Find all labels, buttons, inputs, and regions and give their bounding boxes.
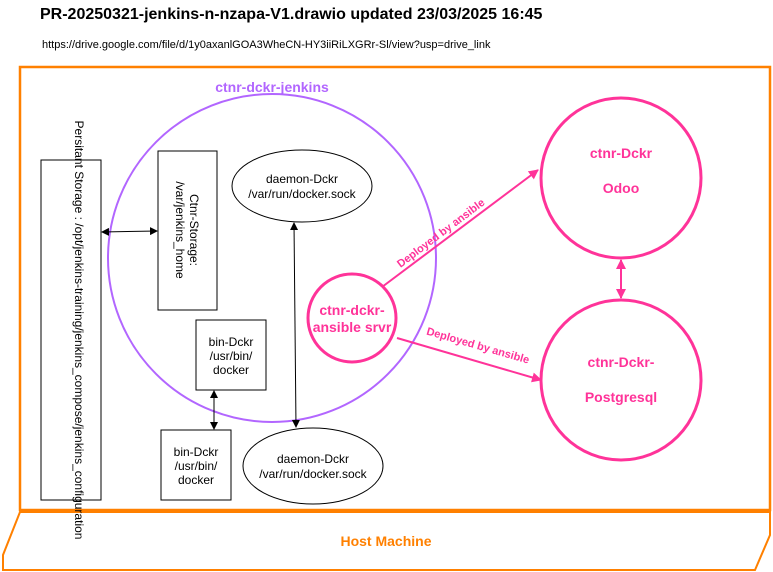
postgres-container-label-2: Postgresql [585, 389, 657, 405]
daemon-outer-ellipse [242, 427, 384, 505]
drive-link[interactable]: https://drive.google.com/file/d/1y0axanl… [42, 39, 491, 51]
host-machine-box [18, 65, 772, 512]
bin-outer-label-1: bin-Dckr [174, 445, 219, 459]
odoo-container-label-2: Odoo [603, 180, 640, 196]
bin-inner-label-2: /usr/bin/ [210, 349, 253, 363]
bin-outer-label-3: docker [178, 473, 214, 487]
deployed-by-ansible-label-1: Deployed by ansible [395, 197, 487, 271]
daemon-outer-label-2: /var/run/docker.sock [259, 467, 367, 481]
daemon-link-arrow [290, 222, 300, 428]
odoo-container-circle [539, 96, 703, 260]
host-machine-label: Host Machine [340, 533, 431, 549]
daemon-outer-label-1: daemon-Dckr [277, 452, 349, 466]
page-title: PR-20250321-jenkins-n-nzapa-V1.drawio up… [40, 6, 543, 23]
bin-inner-label-3: docker [213, 363, 249, 377]
ansible-to-odoo-arrow [381, 169, 539, 288]
storage-link-arrow [101, 227, 158, 236]
persistent-storage-label: Persitant Storage : /opt/jenkins-trainin… [72, 121, 86, 540]
ansible-server-label-1: ctnr-dckr- [319, 302, 385, 318]
bin-outer-box [160, 429, 232, 501]
ctnr-storage-box [157, 150, 218, 311]
postgres-container-label-1: ctnr-Dckr- [588, 354, 655, 370]
persistent-storage-box [40, 159, 102, 501]
host-machine-base [2, 511, 771, 571]
ansible-to-postgres-arrow [396, 337, 542, 383]
bin-inner-label-1: bin-Dckr [209, 335, 254, 349]
deployed-by-ansible-label-2: Deployed by ansible [425, 326, 531, 367]
jenkins-container-circle [107, 93, 437, 423]
bin-outer-label-2: /usr/bin/ [175, 459, 218, 473]
ansible-server-label-2: ansible srvr [313, 319, 392, 335]
ctnr-storage-label-1: Ctnr-Storage: [187, 194, 201, 266]
bin-inner-box [195, 319, 267, 391]
ctnr-storage-label-2: /var/jenkins_home [173, 181, 187, 279]
odoo-container-label-1: ctnr-Dckr [590, 145, 653, 161]
postgres-container-circle [539, 298, 703, 462]
daemon-inner-ellipse [231, 149, 373, 223]
jenkins-container-label: ctnr-dckr-jenkins [215, 79, 329, 95]
daemon-inner-label-1: daemon-Dckr [266, 172, 338, 186]
ansible-server-circle [306, 272, 398, 364]
daemon-inner-label-2: /var/run/docker.sock [248, 187, 356, 201]
